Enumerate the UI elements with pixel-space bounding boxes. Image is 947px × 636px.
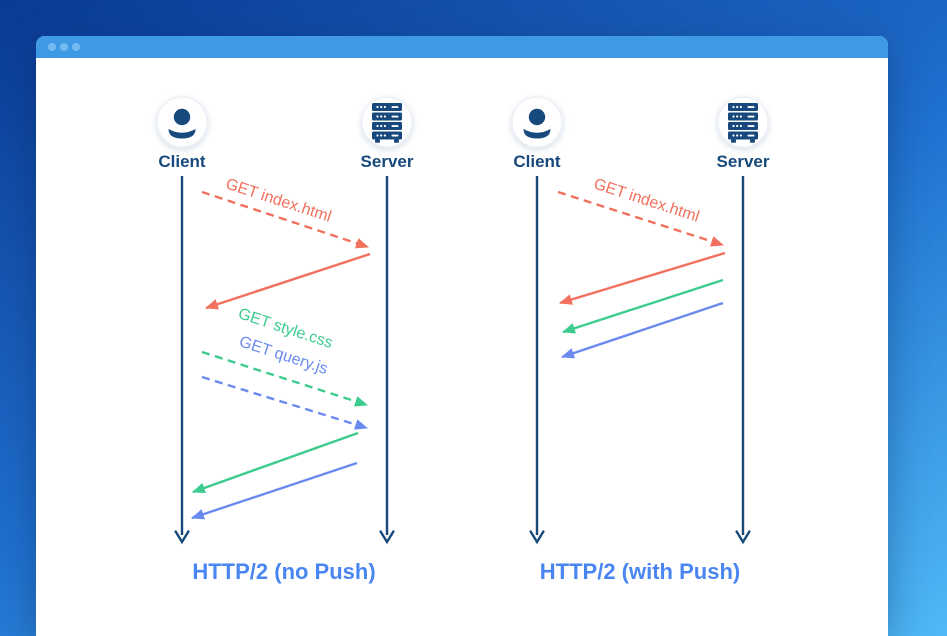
push-arrow-query-js	[560, 301, 724, 359]
response-arrow-style-css	[191, 431, 359, 494]
window-titlebar	[36, 36, 888, 58]
window-control-dot	[60, 43, 68, 51]
sequence-diagrams-svg: Client Server GET index.html GET style.c…	[36, 58, 770, 584]
server-icon	[362, 97, 412, 147]
server-lifeline-arrowhead	[379, 530, 395, 545]
request-arrow-index-html	[557, 190, 725, 247]
response-arrow-index-html	[204, 252, 371, 310]
window-control-dot	[48, 43, 56, 51]
request-label-index-html: GET index.html	[223, 176, 333, 226]
caption-no-push: HTTP/2 (no Push)	[192, 559, 375, 584]
server-label: Server	[717, 152, 770, 171]
browser-window: Client Server GET index.html GET style.c…	[36, 36, 888, 636]
client-lifeline-arrowhead	[529, 530, 545, 545]
push-arrow-style-css	[561, 278, 724, 334]
caption-with-push: HTTP/2 (with Push)	[540, 559, 740, 584]
client-icon	[157, 97, 207, 147]
response-arrow-query-js	[190, 461, 358, 520]
client-label: Client	[158, 152, 206, 171]
diagram-canvas: Client Server GET index.html GET style.c…	[36, 58, 888, 636]
window-control-dot	[72, 43, 80, 51]
request-label-index-html: GET index.html	[591, 176, 701, 226]
client-lifeline-arrowhead	[174, 530, 190, 545]
sequence-diagram-no-push: Client Server GET index.html GET style.c…	[157, 97, 414, 584]
server-label: Server	[361, 152, 414, 171]
request-arrow-style-css	[201, 350, 369, 407]
client-icon	[512, 97, 562, 147]
request-arrow-index-html	[201, 190, 370, 249]
client-label: Client	[513, 152, 561, 171]
server-icon	[718, 97, 768, 147]
response-arrow-index-html	[558, 251, 726, 305]
sequence-diagram-with-push: Client Server GET index.html HTTP/2 (wit…	[512, 97, 770, 584]
request-arrow-query-js	[201, 375, 369, 430]
server-lifeline-arrowhead	[735, 530, 751, 545]
